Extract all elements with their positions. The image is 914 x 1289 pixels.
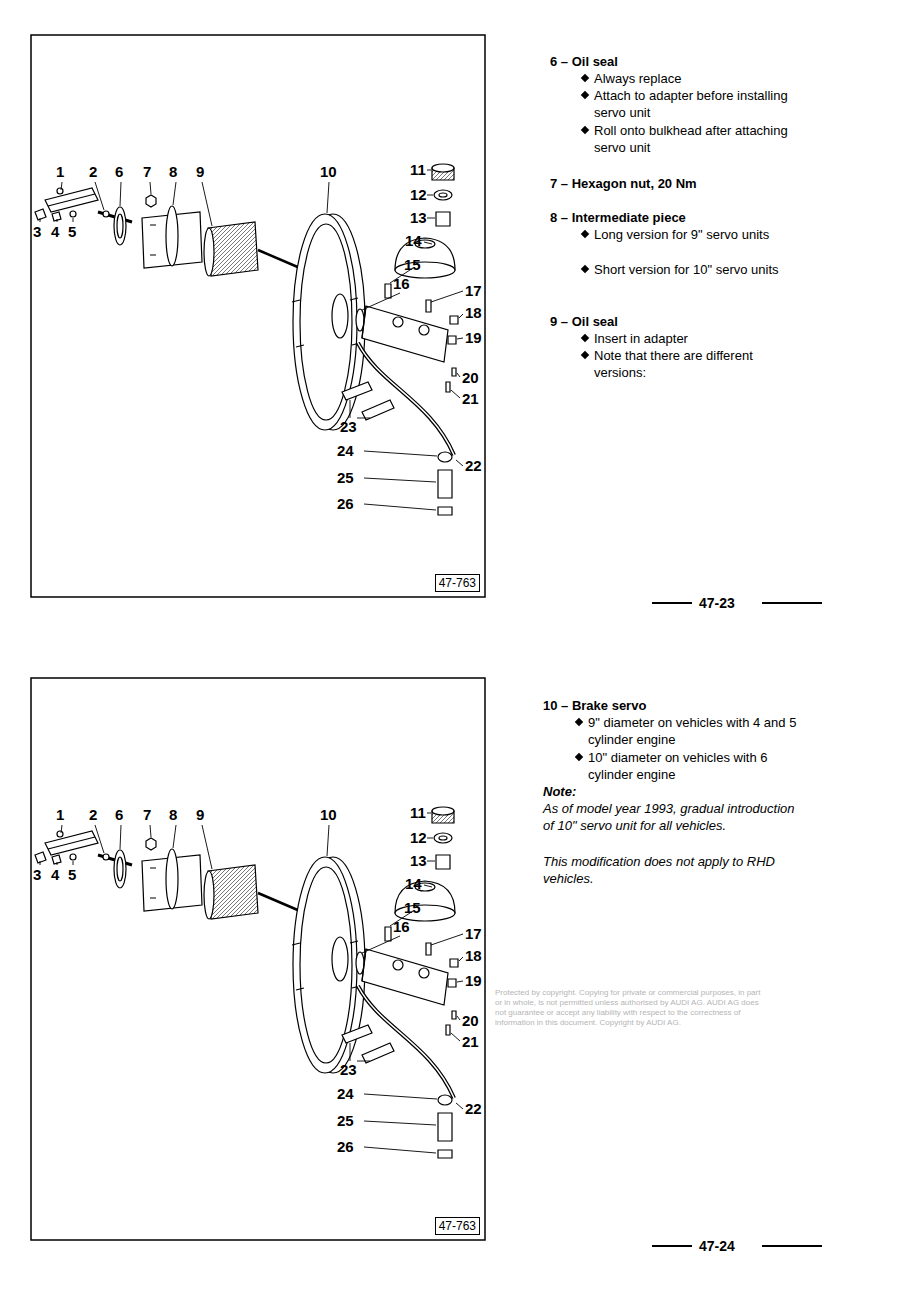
callout-number: 15 (404, 257, 421, 273)
callout-number: 1 (56, 807, 64, 823)
watermark-text: Protected by copyright. Copying for priv… (495, 988, 763, 1028)
callout-number: 6 (115, 164, 123, 180)
callout-number: 5 (68, 224, 76, 240)
callout-number: 5 (68, 867, 76, 883)
item-text: Insert in adapter (594, 330, 688, 347)
callout-number: 14 (405, 233, 422, 249)
item-text: Always replace (594, 70, 681, 87)
callout-number: 19 (465, 330, 482, 346)
callout-number: 12 (410, 830, 427, 846)
callout-number: 10 (320, 164, 337, 180)
callout-number: 22 (465, 1101, 482, 1117)
item-heading: 6 – Oil seal (550, 53, 618, 70)
callout-number: 3 (33, 224, 41, 240)
callout-number: 6 (115, 807, 123, 823)
callout-number: 17 (465, 926, 482, 942)
callout-number: 18 (465, 948, 482, 964)
page-number: 47-23 (699, 595, 735, 612)
item-text: Long version for 9" servo units (594, 226, 794, 243)
callout-number: 2 (89, 807, 97, 823)
callout-number: 7 (143, 807, 151, 823)
callout-number: 26 (337, 1139, 354, 1155)
item-heading: 9 – Oil seal (550, 313, 618, 330)
item-heading: 10 – Brake servo (543, 697, 646, 714)
figure-number: 47-763 (439, 1219, 476, 1233)
callout-number: 23 (340, 1062, 357, 1078)
callout-number: 12 (410, 187, 427, 203)
callout-number: 18 (465, 305, 482, 321)
callout-number: 13 (410, 853, 427, 869)
bullet-diamond (581, 351, 589, 359)
figure-number: 47-763 (439, 576, 476, 590)
callout-number: 7 (143, 164, 151, 180)
callout-number: 1 (56, 164, 64, 180)
callout-number: 9 (196, 164, 204, 180)
bullet-diamond (581, 230, 589, 238)
callout-number: 21 (462, 1034, 479, 1050)
callout-number: 14 (405, 876, 422, 892)
callout-number: 24 (337, 443, 354, 459)
figure-number-box: 47-763 (435, 1217, 480, 1235)
note-text: As of model year 1993, gradual introduct… (543, 800, 798, 834)
callout-number: 10 (320, 807, 337, 823)
callout-number: 20 (462, 1013, 479, 1029)
callout-number: 8 (169, 164, 177, 180)
item-text: Short version for 10" servo units (594, 261, 794, 278)
note-heading: Note: (543, 783, 576, 800)
callout-number: 4 (51, 224, 59, 240)
bullet-diamond (581, 74, 589, 82)
bullet-diamond (581, 91, 589, 99)
callout-number: 16 (393, 919, 410, 935)
callout-number: 23 (340, 419, 357, 435)
page-number: 47-24 (699, 1238, 735, 1255)
callout-number: 2 (89, 164, 97, 180)
bullet-diamond (575, 753, 583, 761)
callout-number: 26 (337, 496, 354, 512)
item-heading: 7 – Hexagon nut, 20 Nm (550, 175, 697, 192)
bullet-diamond (581, 126, 589, 134)
bullet-diamond (581, 265, 589, 273)
bullet-diamond (575, 718, 583, 726)
callout-number: 24 (337, 1086, 354, 1102)
callout-number: 11 (410, 162, 426, 178)
item-text: 9" diameter on vehicles with 4 and 5 cyl… (588, 714, 813, 748)
callout-number: 11 (410, 805, 426, 821)
callout-number: 25 (337, 470, 354, 486)
callout-number: 8 (169, 807, 177, 823)
item-heading: 8 – Intermediate piece (550, 209, 686, 226)
bullet-diamond (581, 334, 589, 342)
callout-number: 9 (196, 807, 204, 823)
callout-number: 25 (337, 1113, 354, 1129)
callout-number: 13 (410, 210, 427, 226)
callout-number: 4 (51, 867, 59, 883)
callout-number: 21 (462, 391, 479, 407)
item-text: Note that there are different versions: (594, 347, 794, 381)
item-text: Attach to adapter before installing serv… (594, 87, 794, 121)
callout-number: 16 (393, 276, 410, 292)
callout-number: 22 (465, 458, 482, 474)
note-text: This modification does not apply to RHD … (543, 853, 798, 887)
item-text: Roll onto bulkhead after attaching servo… (594, 122, 794, 156)
callout-number: 19 (465, 973, 482, 989)
figure-number-box: 47-763 (435, 574, 480, 592)
callout-number: 17 (465, 283, 482, 299)
item-text: 10" diameter on vehicles with 6 cylinder… (588, 749, 813, 783)
callout-number: 20 (462, 370, 479, 386)
callout-number: 15 (404, 900, 421, 916)
callout-number: 3 (33, 867, 41, 883)
